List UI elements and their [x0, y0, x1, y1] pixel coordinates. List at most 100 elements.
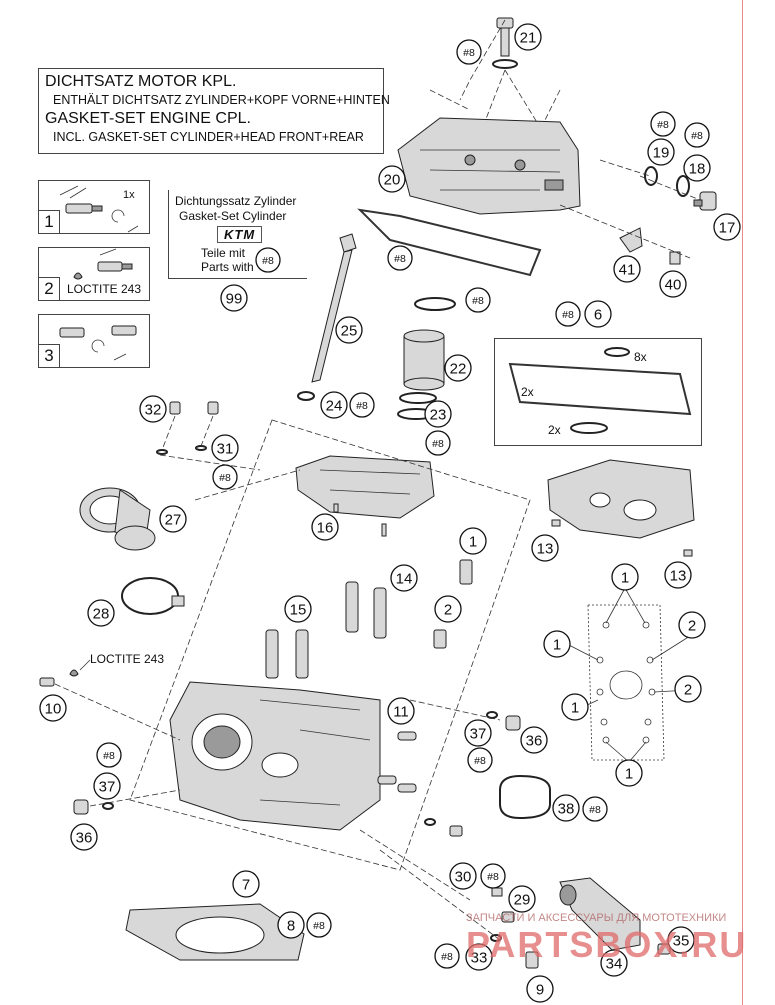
o-ring-19 — [644, 166, 658, 186]
clamp-screw — [171, 595, 185, 607]
callout-label: 21 — [520, 30, 537, 47]
ref-badge-6: #8 — [349, 392, 375, 418]
ref-label: #8 — [432, 438, 444, 450]
gasket-set-box: Dichtungssatz Zylinder Gasket-Set Cylind… — [168, 190, 307, 279]
ref-badge-10: #8 — [467, 747, 493, 773]
inset-ring — [604, 347, 630, 357]
callout-label: 22 — [450, 361, 467, 378]
plug-36a — [505, 715, 521, 731]
callout-label: 41 — [619, 262, 636, 279]
callout-label: 31 — [217, 441, 234, 458]
washer-a — [156, 449, 168, 455]
callout-label: 19 — [653, 145, 670, 162]
loctite-drop — [69, 669, 79, 677]
callout-41: 41 — [613, 255, 641, 283]
callout-13b: 13 — [664, 561, 692, 589]
guide-14a — [345, 581, 359, 633]
inset-box-6 — [494, 338, 702, 446]
callout-99: 99 — [220, 284, 248, 312]
bolt-10 — [39, 677, 55, 687]
step-panel-2: 2 LOCTITE 243 — [38, 247, 150, 301]
ref-label: #8 — [691, 130, 703, 142]
callout-label: 33 — [471, 950, 488, 967]
callout-label: 1 — [553, 637, 561, 654]
washer-33 — [490, 934, 502, 942]
callout-label: 2 — [684, 682, 692, 699]
ref-badge-11: #8 — [582, 796, 608, 822]
sleeve-22 — [403, 329, 445, 391]
o-ring-18 — [676, 175, 690, 197]
gasket-set-parts-en: Parts with — [201, 260, 254, 274]
callout-label: 36 — [526, 733, 543, 750]
bolt-1 — [459, 559, 473, 585]
bolt-2 — [433, 629, 447, 649]
callout-37a: 37 — [464, 719, 492, 747]
ktm-logo: KTM — [217, 226, 263, 243]
ref-label: #8 — [472, 295, 484, 307]
gasket-38 — [499, 774, 551, 820]
ref-label: #8 — [394, 253, 406, 265]
valve-cover-20 — [397, 117, 581, 215]
head-gasket-8 — [125, 903, 305, 961]
rocker-assembly-16 — [295, 455, 435, 519]
callout-10: 10 — [39, 694, 67, 722]
bolt-d — [449, 825, 463, 837]
margin-line — [742, 0, 743, 1005]
thermostat-34 — [559, 877, 641, 951]
ref-badge-5: #8 — [555, 301, 581, 327]
callout-30: 30 — [449, 862, 477, 890]
callout-label: 27 — [165, 512, 182, 529]
bolt-pattern — [587, 604, 665, 761]
bolt-40 — [669, 251, 681, 265]
ref-badge-1: #8 — [387, 245, 413, 271]
callout-label: 1 — [621, 570, 629, 587]
callout-18: 18 — [683, 154, 711, 182]
cylinder-head-7 — [169, 681, 381, 831]
callout-label: 16 — [317, 520, 334, 537]
ref-label: #8 — [487, 871, 499, 883]
nut-32b — [207, 401, 219, 415]
ref-badge-3: #8 — [684, 122, 710, 148]
guide-15a — [265, 629, 279, 679]
qty-2x-b: 2x — [548, 423, 561, 437]
callout-label: 15 — [290, 602, 307, 619]
qty-8x: 8x — [634, 350, 647, 364]
callout-label: 28 — [93, 606, 110, 623]
ref-badge-8: #8 — [212, 464, 238, 490]
callout-label: 34 — [606, 956, 623, 973]
callout-8: 8 — [277, 911, 305, 939]
plug-17 — [693, 191, 717, 211]
callout-28: 28 — [87, 599, 115, 627]
callout-2b: 2 — [674, 675, 702, 703]
ref-label: #8 — [262, 255, 274, 267]
callout-17: 17 — [713, 213, 741, 241]
callout-label: 23 — [430, 407, 447, 424]
callout-6: 6 — [584, 300, 612, 328]
ref-label: #8 — [103, 750, 115, 762]
washer-b — [195, 445, 207, 451]
step-number: 3 — [39, 344, 60, 367]
callout-27: 27 — [159, 505, 187, 533]
callout-37b: 37 — [93, 772, 121, 800]
callout-1c: 1 — [561, 693, 589, 721]
clamp-28 — [121, 577, 179, 615]
step-2-sketch — [73, 248, 133, 280]
callout-16: 16 — [311, 513, 339, 541]
cam-carrier-13 — [547, 459, 695, 539]
dowel-11a — [397, 731, 417, 741]
qty-2x-a: 2x — [521, 385, 534, 399]
ref-badge-14: #8 — [434, 943, 460, 969]
intake-boot-27 — [79, 487, 156, 551]
callout-9: 9 — [526, 975, 554, 1003]
step-1-sketch — [59, 185, 139, 233]
bracket-41 — [619, 227, 643, 253]
callout-label: 30 — [455, 869, 472, 886]
callout-label: 40 — [665, 277, 682, 294]
ref-badge-4: #8 — [465, 287, 491, 313]
ref-badge-2: #8 — [650, 111, 676, 137]
callout-label: 2 — [688, 618, 696, 635]
washer-37a — [486, 711, 498, 719]
watermark-caption: ЗАПЧАСТИ И АКСЕССУАРЫ ДЛЯ МОТОТЕХНИКИ — [466, 912, 727, 924]
callout-label: 37 — [99, 779, 116, 796]
